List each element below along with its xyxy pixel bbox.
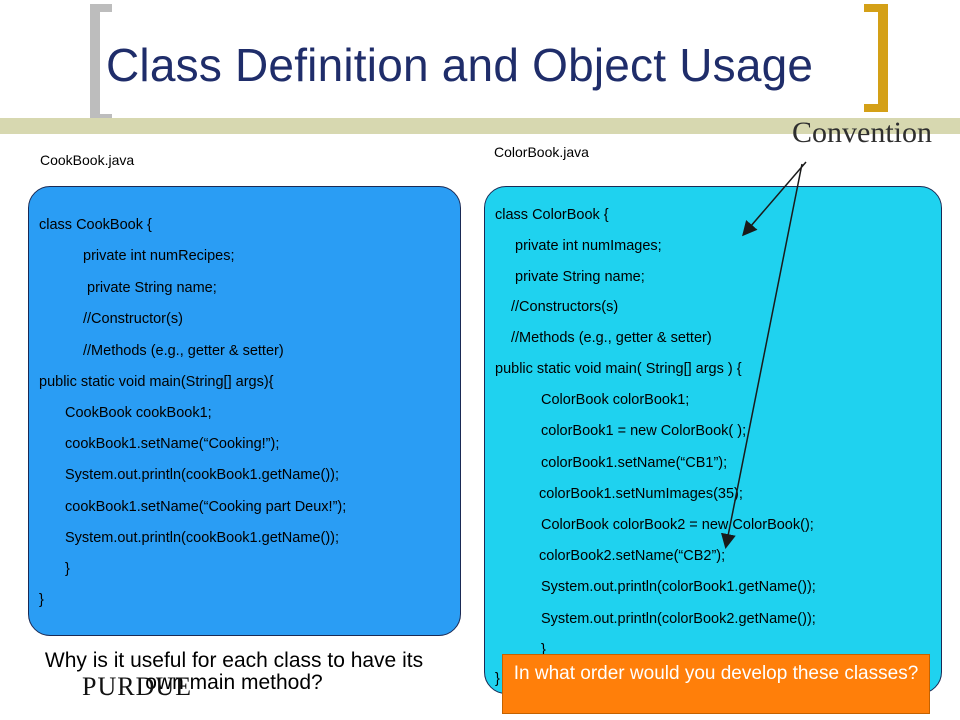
code-line: class ColorBook { xyxy=(495,207,609,223)
code-line: } xyxy=(541,642,546,658)
left-bracket-decoration xyxy=(90,4,100,122)
colorbook-filename: ColorBook.java xyxy=(494,144,589,160)
code-line: private String name; xyxy=(87,280,217,296)
code-line: //Methods (e.g., getter & setter) xyxy=(83,343,284,359)
code-line: } xyxy=(39,592,44,608)
code-line: cookBook1.setName(“Cooking!”); xyxy=(65,436,280,452)
cookbook-filename: CookBook.java xyxy=(40,152,135,168)
code-line: colorBook1.setName(“CB1”); xyxy=(541,455,728,471)
right-bracket-decoration xyxy=(878,4,888,112)
code-line: System.out.println(cookBook1.getName()); xyxy=(65,467,339,483)
code-line: } xyxy=(495,671,500,687)
code-line: //Constructors(s) xyxy=(511,299,619,315)
code-line: private int numRecipes; xyxy=(83,248,235,264)
code-line: class CookBook { xyxy=(39,217,152,233)
purdue-logo: PURDUE xyxy=(82,672,193,701)
code-line: cookBook1.setName(“Cooking part Deux!”); xyxy=(65,499,347,515)
arrow-to-class-fields xyxy=(742,161,807,237)
code-line: public static void main( String[] args )… xyxy=(495,361,742,377)
right-bracket-bottom xyxy=(864,104,888,112)
code-line: colorBook1.setNumImages(35); xyxy=(539,486,743,502)
code-line: } xyxy=(65,561,70,577)
code-line: ColorBook colorBook1; xyxy=(541,392,690,408)
title-underline-bar xyxy=(0,118,960,134)
right-bracket-top xyxy=(864,4,888,12)
code-line: CookBook cookBook1; xyxy=(65,405,212,421)
code-line: System.out.println(colorBook1.getName())… xyxy=(541,579,816,595)
code-line: System.out.println(colorBook2.getName())… xyxy=(541,611,816,627)
code-line: colorBook2.setName(“CB2”); xyxy=(539,548,726,564)
code-line: colorBook1 = new ColorBook( ); xyxy=(541,423,747,439)
main-method-question: Why is it useful for each class to have … xyxy=(44,649,424,694)
code-line: //Methods (e.g., getter & setter) xyxy=(511,330,712,346)
slide-title: Class Definition and Object Usage xyxy=(106,39,814,91)
cookbook-code-panel: class CookBook { private int numRecipes;… xyxy=(28,186,461,636)
code-line: private String name; xyxy=(515,269,645,285)
code-line: //Constructor(s) xyxy=(83,311,183,327)
code-line: ColorBook colorBook2 = new ColorBook(); xyxy=(541,517,814,533)
convention-label: Convention xyxy=(792,116,932,149)
develop-order-callout: In what order would you develop these cl… xyxy=(502,654,930,714)
arrow-to-main-method xyxy=(720,163,803,549)
code-line: System.out.println(cookBook1.getName()); xyxy=(65,530,339,546)
colorbook-code-panel: class ColorBook { private int numImages;… xyxy=(484,186,942,694)
left-bracket-top xyxy=(90,4,112,12)
code-line: public static void main(String[] args){ xyxy=(39,374,274,390)
code-line: private int numImages; xyxy=(515,238,662,254)
